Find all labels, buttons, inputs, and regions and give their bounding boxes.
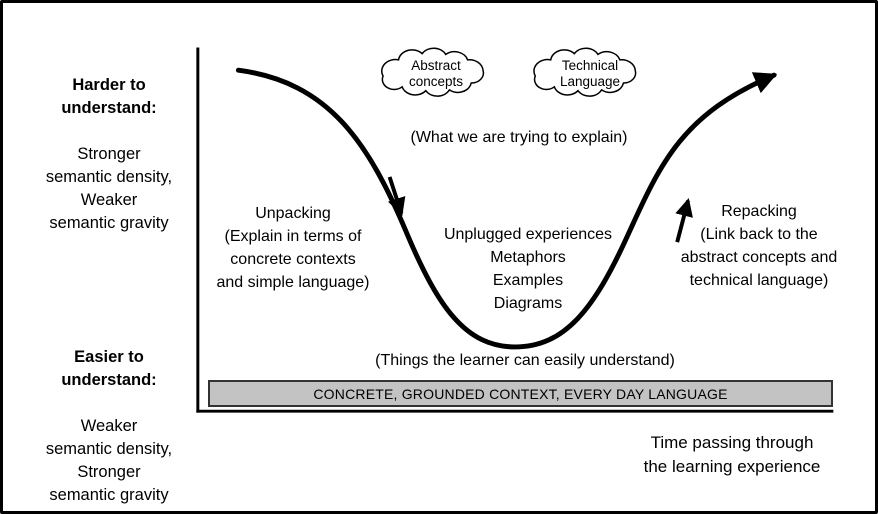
concrete-context-bar-label: CONCRETE, GROUNDED CONTEXT, EVERY DAY LA… <box>313 385 728 402</box>
technical-language-cloud-label: Technical Language <box>559 58 621 89</box>
cloud-shape <box>382 48 484 96</box>
y-axis-top-label: Harder to understand: Stronger semantic … <box>11 51 207 258</box>
diagram-shapes-layer <box>196 47 834 413</box>
bottom-caption: (Things the learner can easily understan… <box>375 352 675 369</box>
y-axis-bottom-label-text: Weaker semantic density, Stronger semant… <box>45 417 173 504</box>
y-axis-bottom-label: Easier to understand: Weaker semantic de… <box>11 323 207 511</box>
down-arrow-icon <box>387 176 406 217</box>
up-arrow-icon <box>675 198 693 243</box>
unpacking-annotation: Unpacking (Explain in terms of concrete … <box>216 205 370 291</box>
cloud-shape <box>534 48 636 96</box>
semantic-wave-curve <box>235 67 778 350</box>
middle-strategies-annotation: Unplugged experiences Metaphors Examples… <box>443 226 613 312</box>
y-axis-top-label-text: Stronger semantic density, Weaker semant… <box>45 145 173 232</box>
abstract-concepts-cloud-label: Abstract concepts <box>408 58 464 89</box>
concrete-context-bar: CONCRETE, GROUNDED CONTEXT, EVERY DAY LA… <box>208 380 833 407</box>
y-axis-bottom-label-bold: Easier to understand: <box>61 348 157 389</box>
x-axis-label: Time passing through the learning experi… <box>643 433 821 476</box>
top-caption: (What we are trying to explain) <box>410 129 628 146</box>
abstract-concepts-cloud <box>382 48 484 96</box>
y-axis-top-label-bold: Harder to understand: <box>61 76 157 117</box>
repacking-annotation: Repacking (Link back to the abstract con… <box>680 203 838 289</box>
technical-language-cloud <box>534 48 636 96</box>
